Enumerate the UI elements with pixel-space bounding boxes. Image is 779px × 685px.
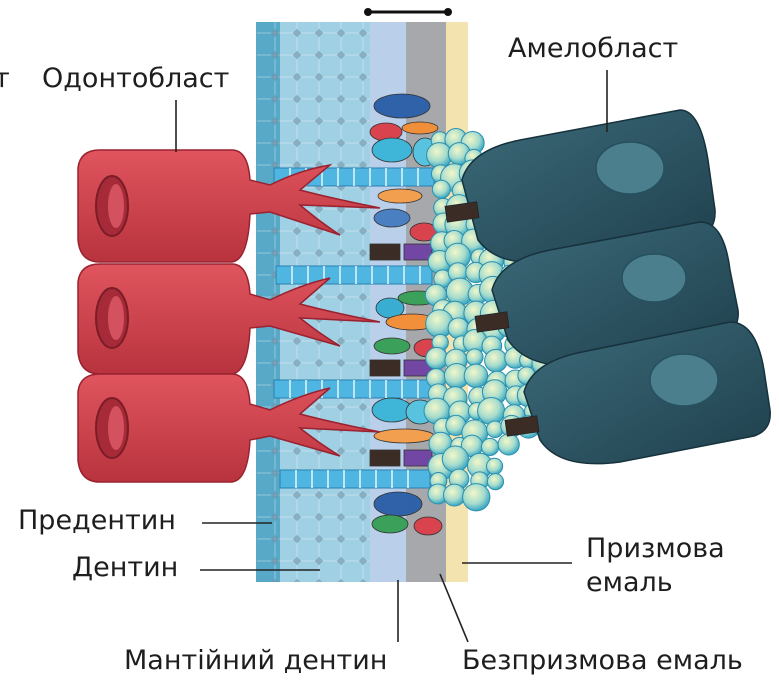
- scale-bar: [364, 8, 452, 16]
- label-odontoblast-cut: т: [0, 64, 10, 94]
- fiber-2: [276, 266, 432, 284]
- enamel-globule: [485, 349, 508, 372]
- enamel-globule: [442, 446, 468, 472]
- enamel-globule: [486, 458, 502, 474]
- label-odontoblast: Одонтобласт: [42, 64, 229, 94]
- enamel-globule: [464, 364, 488, 388]
- label-prismatic-enamel-line1: Призмова: [586, 534, 725, 564]
- enamel-globule: [463, 484, 490, 511]
- enamel-globule: [481, 438, 498, 455]
- enamel-globule: [432, 180, 450, 198]
- label-mantle-dentin: Мантійний дентин: [124, 646, 387, 676]
- enamel-globule: [466, 349, 483, 366]
- enamel-globule: [487, 474, 503, 490]
- label-dentin: Дентин: [72, 553, 178, 583]
- leader-aprismatic-enamel: [440, 574, 468, 642]
- label-prismatic-enamel-line2: емаль: [586, 568, 673, 598]
- enamel-globule: [443, 484, 465, 506]
- label-predentin: Предентин: [18, 506, 176, 536]
- enamel-globule: [426, 347, 448, 369]
- enamel-globule: [478, 397, 505, 424]
- label-ameloblast: Амелобласт: [508, 34, 678, 64]
- label-aprismatic-enamel: Безпризмова емаль: [462, 646, 743, 676]
- enamel-globule: [498, 434, 519, 455]
